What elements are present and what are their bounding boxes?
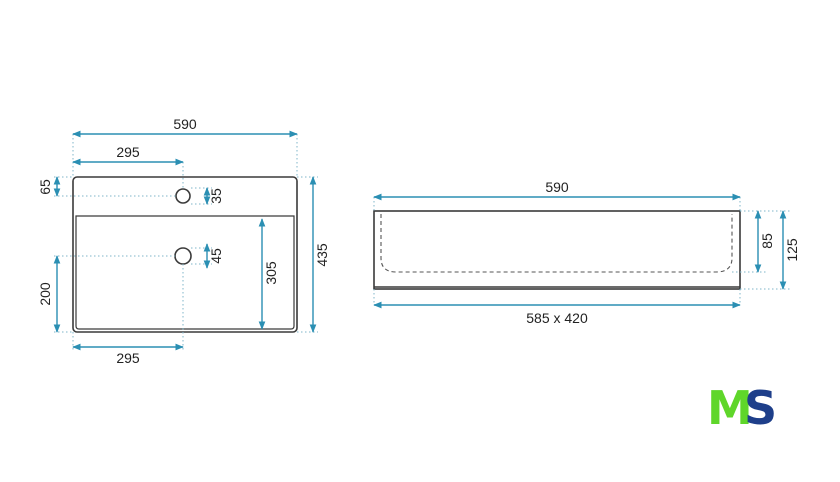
tap-hole [175,188,191,204]
dim-tap-offset-bottom: 295 [116,350,140,366]
dim-tap-hole: 35 [208,188,224,204]
dim-front-to-hole: 200 [37,282,53,306]
svg-text:M: M [707,381,753,435]
side-bowl-hidden [380,214,733,273]
dim-overall-width: 590 [173,116,197,132]
dim-overflow-hole: 45 [208,248,224,264]
top-view: 590 295 65 35 45 200 305 435 295 [37,116,330,366]
dim-overall-height: 125 [784,238,800,262]
svg-text:S: S [744,381,777,435]
basin-outline [72,176,298,333]
dim-inner-height: 85 [759,233,775,249]
dim-side-width: 590 [545,179,569,195]
dim-overall-depth: 435 [314,243,330,267]
dim-bowl-depth: 305 [263,261,279,285]
drain-hole [174,247,192,265]
dim-tap-offset-top: 295 [116,144,140,160]
side-view: 590 85 125 585 x 420 [373,179,800,326]
dim-back-edge: 65 [37,179,53,195]
dim-bowl-size: 585 x 420 [526,310,588,326]
ms-logo: M S [707,381,777,435]
bowl-outline [75,215,295,330]
side-outline [373,210,741,290]
